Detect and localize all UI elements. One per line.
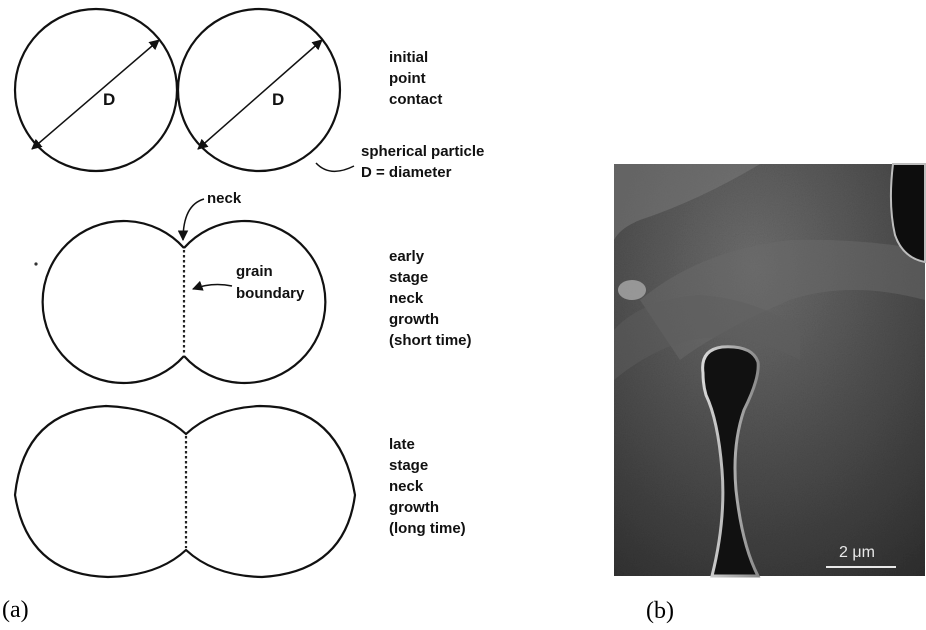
particle-note-leader bbox=[316, 163, 354, 171]
stage3-late-neck-growth: late stage neck growth (long time) bbox=[15, 406, 466, 577]
scale-bar-label: 2 μm bbox=[839, 544, 875, 561]
neck-label: neck bbox=[207, 190, 242, 207]
stage1-initial-contact: D D initial point contact spherical part… bbox=[15, 9, 489, 181]
micrograph-background bbox=[614, 164, 925, 576]
sem-micrograph: 2 μm bbox=[614, 164, 925, 576]
speck bbox=[34, 262, 37, 265]
grain-boundary-leader-arrow bbox=[193, 285, 232, 289]
particle-note: spherical particle D = diameter bbox=[361, 143, 489, 181]
surface-particle bbox=[618, 280, 646, 300]
early-stage-description: early stage neck growth (short time) bbox=[389, 248, 472, 349]
left-particle bbox=[15, 9, 177, 171]
initial-contact-description: initial point contact bbox=[389, 49, 442, 108]
right-diameter-arrow bbox=[198, 40, 322, 149]
left-diameter-label: D bbox=[103, 90, 115, 109]
late-stage-description: late stage neck growth (long time) bbox=[389, 436, 466, 537]
stage2-early-neck-growth: neck grain boundary early stage neck gro… bbox=[34, 190, 471, 383]
right-diameter-label: D bbox=[272, 90, 284, 109]
grain-boundary-label: grain boundary bbox=[236, 263, 305, 302]
left-diameter-arrow bbox=[32, 40, 159, 149]
caption-b: (b) bbox=[646, 598, 674, 624]
caption-a: (a) bbox=[2, 597, 29, 623]
right-particle bbox=[178, 9, 340, 171]
